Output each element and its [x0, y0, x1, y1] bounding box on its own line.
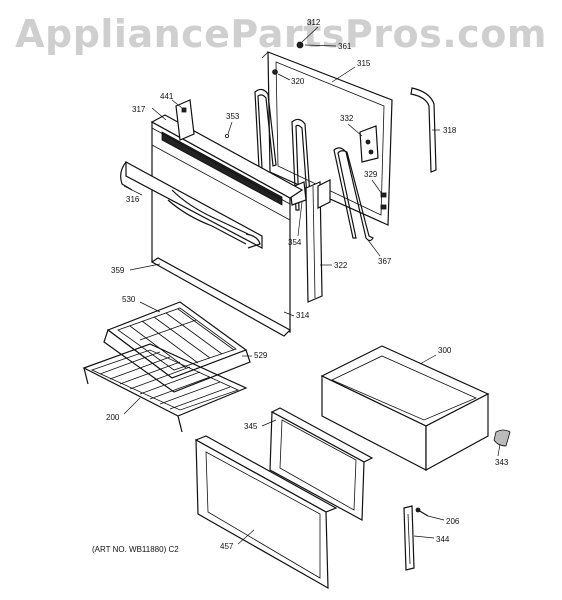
label-316: 316	[126, 195, 140, 204]
hinge-arm-middle	[291, 118, 312, 211]
label-315: 315	[357, 59, 371, 68]
label-317: 317	[132, 105, 146, 114]
label-329: 329	[364, 170, 378, 179]
label-206: 206	[446, 517, 460, 526]
label-529: 529	[254, 351, 268, 360]
hinge-arm-left	[254, 88, 277, 169]
gasket-318	[410, 87, 437, 173]
label-312: 312	[307, 18, 321, 27]
bracket-441	[175, 99, 195, 141]
label-300: 300	[438, 346, 452, 355]
label-200: 200	[106, 413, 120, 422]
drawer-liner-345	[269, 407, 374, 521]
drawer-front-457	[194, 435, 338, 590]
label-361: 361	[338, 42, 352, 51]
label-332: 332	[340, 114, 354, 123]
screw-320	[272, 69, 278, 75]
label-530: 530	[122, 295, 136, 304]
label-320: 320	[291, 77, 305, 86]
broiler-pan-bottom-529	[103, 329, 251, 393]
part-labels: 312 361 315 320 441 317 353 332 318 329 …	[106, 18, 509, 551]
label-359: 359	[111, 266, 125, 275]
screw-353	[224, 133, 229, 138]
label-314: 314	[296, 311, 310, 320]
slide-343	[493, 429, 511, 447]
label-344: 344	[436, 535, 450, 544]
door-window-316	[120, 160, 263, 249]
trim-359	[150, 257, 291, 337]
art-number: (ART NO. WB11880) C2	[92, 545, 179, 554]
oven-rack-200	[82, 343, 248, 433]
label-345: 345	[244, 422, 258, 431]
label-367: 367	[378, 257, 392, 266]
screw-361	[296, 41, 304, 49]
label-322: 322	[334, 261, 348, 270]
watermark: AppliancePartsPros.com	[15, 12, 547, 56]
hinge-arm-367	[333, 147, 374, 242]
label-318: 318	[443, 126, 457, 135]
drawer-body-300	[320, 345, 490, 472]
label-343: 343	[495, 458, 509, 467]
label-353: 353	[226, 112, 240, 121]
label-354: 354	[288, 238, 302, 247]
leader-lines	[123, 26, 501, 545]
label-457: 457	[220, 542, 234, 551]
screw-329	[380, 192, 387, 198]
label-441: 441	[160, 92, 174, 101]
